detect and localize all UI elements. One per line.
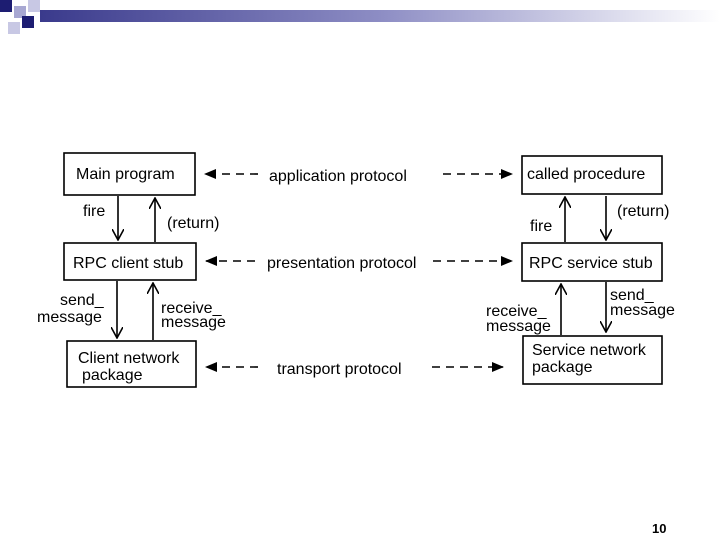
rpc-service-stub-label: RPC service stub: [529, 255, 653, 272]
service-network-package-label-line1: Service network: [532, 342, 647, 359]
header-square: [22, 16, 34, 28]
right-send-label-line2: message: [610, 302, 675, 319]
left-fire-label: fire: [83, 203, 105, 220]
client-network-package-box: [66, 340, 197, 388]
header-square: [28, 0, 40, 12]
left-receive-label-line2: message: [161, 314, 226, 331]
header-square: [0, 0, 12, 12]
rpc-service-stub-box: [521, 242, 663, 282]
client-network-package-label-line1: Client network: [78, 350, 180, 367]
called-procedure-box: [521, 155, 663, 195]
right-receive-label-line1: receive_: [486, 303, 548, 320]
called-procedure-label: called procedure: [527, 166, 645, 183]
right-return-label: (return): [617, 203, 669, 220]
application-protocol-label: application protocol: [269, 168, 407, 185]
left-send-label-line1: send_: [60, 292, 105, 309]
left-return-label: (return): [167, 215, 219, 232]
page-number: 10: [652, 521, 667, 536]
left-send-label-line2: message: [37, 309, 102, 326]
header-decoration: [0, 0, 720, 34]
service-network-package-box: [522, 335, 663, 385]
header-square: [8, 22, 20, 34]
transport-protocol-label: transport protocol: [277, 361, 402, 378]
service-network-package-label-line2: package: [532, 359, 593, 376]
rpc-client-stub-box: [63, 242, 197, 281]
header-gradient-bar: [40, 10, 720, 22]
presentation-protocol-label: presentation protocol: [267, 255, 416, 272]
right-fire-label: fire: [530, 218, 552, 235]
header-square: [14, 6, 26, 18]
right-receive-label-line2: message: [486, 318, 551, 335]
main-program-box: [63, 152, 196, 196]
right-send-label-line1: send_: [610, 287, 655, 304]
main-program-label: Main program: [76, 166, 175, 183]
rpc-client-stub-label: RPC client stub: [73, 255, 183, 272]
left-receive-label-line1: receive_: [161, 300, 223, 317]
client-network-package-label-line2: package: [82, 367, 143, 384]
